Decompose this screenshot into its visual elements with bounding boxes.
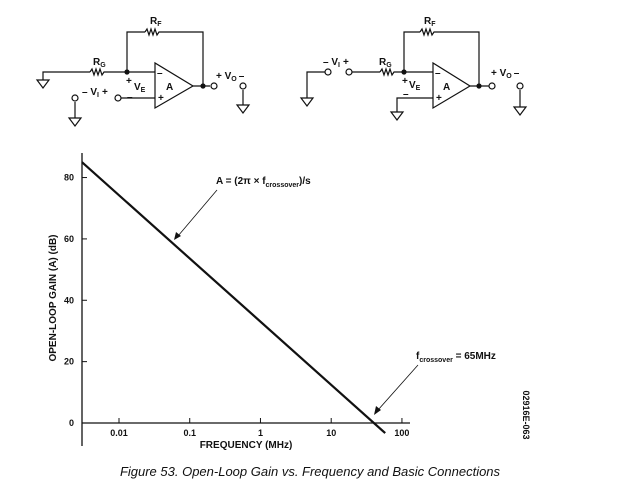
node-dot (124, 69, 130, 75)
circuit-left: RF RG – VI+ + VE – – + A + VO– (35, 16, 251, 127)
annotation-crossover: fcrossover = 65MHz (416, 351, 496, 364)
terminal-icon (488, 82, 496, 90)
node-dot (200, 83, 206, 89)
ground-icon (235, 104, 251, 114)
terminal-icon (114, 94, 122, 102)
rf-label: RF (424, 16, 436, 28)
arrowhead-icon (174, 232, 181, 240)
series-line (81, 161, 386, 434)
x-tick-label: 0.01 (110, 428, 128, 438)
y-tick-label: 40 (64, 295, 74, 305)
x-tick-label: 1 (258, 428, 263, 438)
vo-label: + VO– (216, 71, 245, 83)
resistor-rf-icon (419, 27, 436, 37)
vo-label: + VO– (491, 68, 520, 80)
y-axis-label: OPEN-LOOP GAIN (A) (dB) (48, 234, 59, 361)
ve-minus: – (127, 92, 133, 103)
figure-caption: Figure 53. Open-Loop Gain vs. Frequency … (120, 464, 501, 479)
ve-minus: – (403, 89, 409, 100)
node-dot (476, 83, 482, 89)
amp-label: A (443, 82, 450, 93)
inverting-input-sign: – (435, 68, 441, 79)
terminal-icon (210, 82, 218, 90)
node-dot (401, 69, 407, 75)
opamp-icon (432, 61, 472, 110)
ground-icon (67, 117, 83, 127)
vi-label: – VI+ (82, 87, 108, 99)
ground-icon (35, 79, 51, 89)
noninverting-input-sign: + (158, 93, 164, 104)
y-tick-label: 20 (64, 357, 74, 367)
terminal-icon (71, 94, 79, 102)
terminal-icon (324, 68, 332, 76)
y-tick-label: 0 (69, 418, 74, 428)
ground-icon (299, 97, 315, 107)
opamp-icon (154, 61, 195, 110)
y-tick-label: 60 (64, 234, 74, 244)
annotation-gain-formula: A = (2π × fcrossover)/s (216, 176, 311, 189)
ve-plus: + (402, 76, 408, 87)
x-tick-label: 0.1 (183, 428, 196, 438)
x-tick-label: 100 (394, 428, 409, 438)
x-tick-label: 10 (326, 428, 336, 438)
resistor-rg-icon (89, 67, 106, 77)
inverting-input-sign: – (157, 68, 163, 79)
terminal-icon (516, 82, 524, 90)
ve-plus: + (126, 76, 132, 87)
vi-label: – VI+ (323, 57, 349, 69)
circuit-right: RF RG – VI+ + VE – – + A + VO– (299, 16, 528, 121)
rf-label: RF (150, 16, 162, 28)
rg-label: RG (93, 57, 106, 69)
annotation-arrow (377, 364, 419, 411)
resistor-rf-icon (144, 27, 161, 37)
ve-label: VE (409, 80, 421, 92)
terminal-icon (239, 82, 247, 90)
amp-label: A (166, 82, 173, 93)
ve-label: VE (134, 82, 146, 94)
ground-icon (512, 106, 528, 116)
ground-icon (389, 111, 405, 121)
arrowhead-icon (374, 406, 381, 415)
noninverting-input-sign: + (436, 93, 442, 104)
resistor-rg-icon (379, 67, 396, 77)
terminal-icon (345, 68, 353, 76)
annotation-arrow (177, 189, 218, 237)
rg-label: RG (379, 57, 392, 69)
y-tick-label: 80 (64, 173, 74, 183)
chart: 0.01 0.1 1 10 100 0 20 40 60 80 FREQUENCY (MHz) O… (48, 153, 531, 451)
x-axis-label: FREQUENCY (MHz) (200, 440, 293, 451)
figure-code: 02916E-063 (521, 390, 531, 439)
